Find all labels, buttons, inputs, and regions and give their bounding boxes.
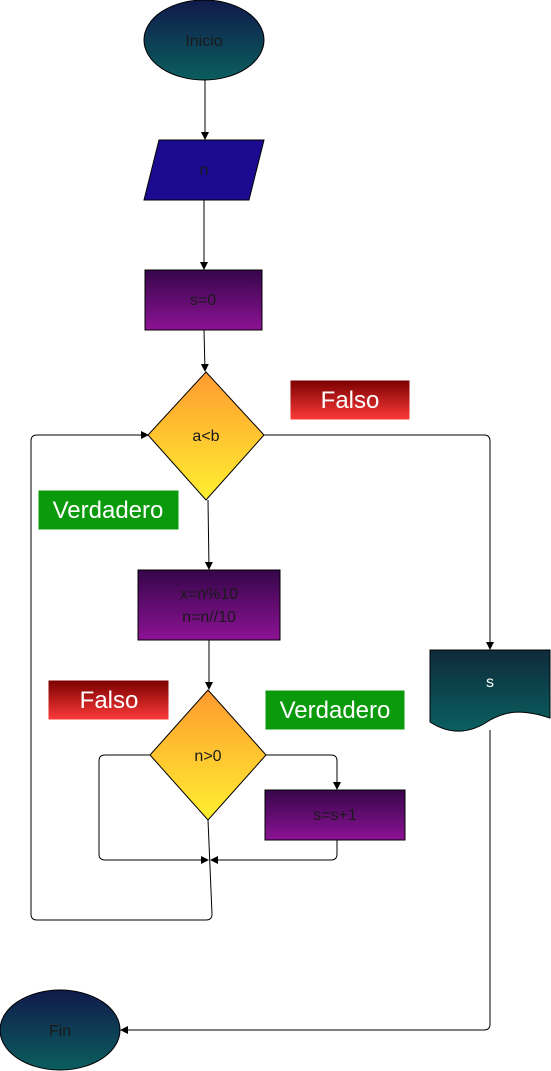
edge-init-to-cond-outer — [200, 329, 209, 372]
cond-outer-label: a<b — [192, 428, 219, 445]
cond-outer-node: a<b — [147, 371, 265, 501]
tag-outer-true: Verdadero — [37, 489, 180, 531]
input-label: n — [200, 162, 209, 179]
tag-inner-false: Falso — [47, 679, 170, 721]
edge-cond-outer-true — [204, 499, 213, 570]
edge-output-to-end — [120, 730, 491, 1034]
tag-outer-true-box — [37, 489, 180, 531]
tag-inner-false-label: Falso — [80, 687, 139, 714]
init-node: s=0 — [144, 269, 263, 331]
start-node: Inicio — [143, 0, 265, 81]
start-terminal-shape — [143, 0, 265, 81]
increment-label: s=s+1 — [313, 807, 357, 824]
edge-cond-inner-true — [266, 754, 341, 790]
tag-inner-false-box — [47, 679, 170, 721]
init-label: s=0 — [190, 292, 216, 309]
cond-outer-decision-shape — [147, 371, 265, 501]
input-node: n — [143, 139, 265, 201]
process-label-line1: x=n%10 — [180, 586, 238, 603]
tag-outer-true-label: Verdadero — [53, 497, 164, 524]
edge-increment-return — [210, 840, 338, 864]
process-shape — [137, 569, 281, 641]
tag-inner-true: Verdadero — [264, 689, 406, 731]
increment-process-shape — [264, 789, 406, 841]
tag-outer-false-label: Falso — [321, 387, 380, 414]
output-node: s — [429, 649, 551, 732]
increment-node: s=s+1 — [264, 789, 406, 841]
edge-cond-inner-false — [98, 754, 209, 864]
cond-inner-decision-shape — [149, 689, 267, 821]
edges — [30, 80, 494, 1034]
end-node: Fin — [0, 989, 121, 1071]
tag-inner-true-box — [264, 689, 406, 731]
edge-loop-back — [30, 431, 213, 921]
output-label: s — [486, 674, 494, 691]
process-node: x=n%10 n=n//10 — [137, 569, 281, 641]
start-label: Inicio — [185, 33, 222, 50]
process-label-line2: n=n//10 — [182, 609, 236, 626]
tag-outer-false: Falso — [289, 379, 411, 421]
cond-inner-node: n>0 — [149, 689, 267, 821]
output-document-shape — [429, 649, 551, 732]
init-process-shape — [144, 269, 263, 331]
edge-cond-outer-false — [264, 434, 494, 650]
cond-inner-label: n>0 — [194, 748, 221, 765]
tag-outer-false-box — [289, 379, 411, 421]
end-label: Fin — [49, 1023, 71, 1040]
input-parallelogram-shape — [143, 139, 265, 201]
tag-inner-true-label: Verdadero — [280, 697, 391, 724]
end-terminal-shape — [0, 989, 121, 1071]
